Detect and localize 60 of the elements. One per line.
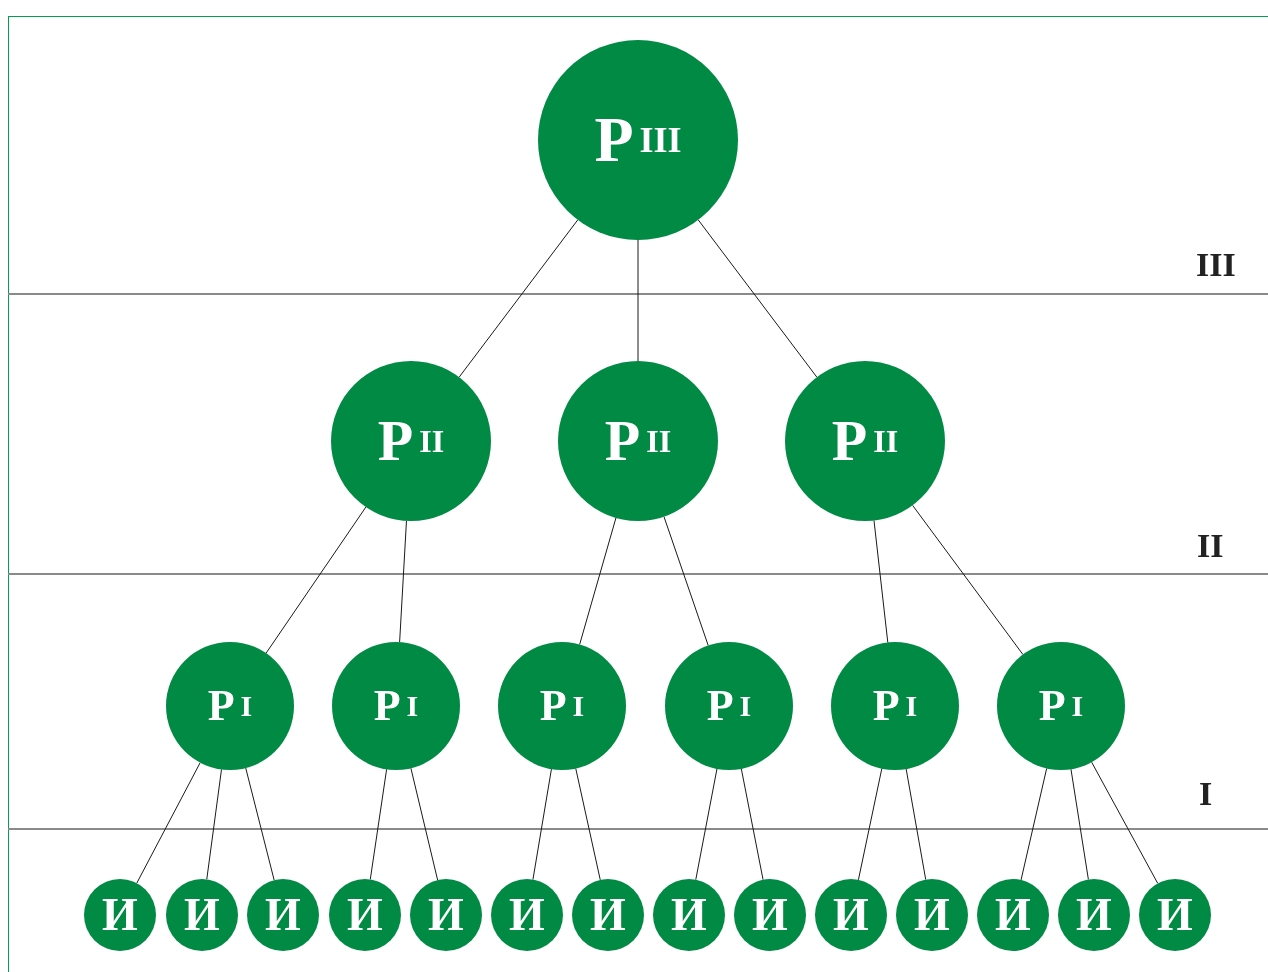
connector-line — [905, 768, 927, 881]
connector-line — [136, 762, 201, 884]
connector-line — [695, 768, 718, 881]
connector-line — [857, 768, 883, 881]
level-numeral: I — [406, 691, 419, 721]
node-letter: Р — [207, 684, 235, 728]
connector-line — [912, 504, 1024, 656]
connector-line — [1091, 761, 1159, 884]
connector-line — [575, 768, 601, 881]
node-letter: Р — [539, 684, 567, 728]
connector-line — [265, 506, 367, 654]
level-label: I — [1199, 777, 1213, 811]
node-letter: Р — [831, 412, 868, 470]
connector-line — [369, 768, 388, 880]
level-numeral: III — [639, 122, 682, 158]
level-label: II — [1197, 529, 1224, 563]
level-numeral: II — [419, 425, 445, 457]
node-letter: И — [995, 892, 1031, 938]
node-letter: И — [428, 892, 464, 938]
node-letter: Р — [1038, 684, 1066, 728]
connector-line — [873, 520, 889, 643]
node-letter: И — [184, 892, 220, 938]
node-letter: Р — [872, 684, 900, 728]
node-letter: И — [914, 892, 950, 938]
node-letter: Р — [594, 108, 634, 172]
node-letter: Р — [373, 684, 401, 728]
node-letter: И — [833, 892, 869, 938]
node-letter: Р — [377, 412, 414, 470]
connector-line — [1070, 768, 1089, 880]
connector-line — [579, 517, 617, 645]
node-letter: И — [102, 892, 138, 938]
node-letter: И — [752, 892, 788, 938]
node-letter: И — [265, 892, 301, 938]
connector-line — [245, 767, 275, 881]
connector-line — [532, 768, 552, 880]
node-letter: И — [590, 892, 626, 938]
level-numeral: I — [739, 691, 752, 721]
node-letter: Р — [604, 412, 641, 470]
connector-line — [206, 768, 222, 880]
connector-line — [740, 768, 764, 881]
level-numeral: II — [646, 425, 672, 457]
connector-line — [1020, 767, 1048, 881]
node-letter: И — [671, 892, 707, 938]
connector-line — [458, 219, 579, 378]
node-letter: И — [509, 892, 545, 938]
connector-line — [410, 767, 439, 881]
connector-line — [399, 520, 407, 643]
level-numeral: I — [572, 691, 585, 721]
node-letter: И — [1076, 892, 1112, 938]
node-letter: И — [347, 892, 383, 938]
level-numeral: I — [1071, 691, 1084, 721]
connector-line — [697, 219, 818, 378]
level-numeral: I — [240, 691, 253, 721]
level-numeral: II — [873, 425, 899, 457]
level-numeral: I — [905, 691, 918, 721]
connector-line — [637, 239, 639, 362]
connector-line — [663, 516, 709, 646]
node-letter: И — [1157, 892, 1193, 938]
node-letter: Р — [706, 684, 734, 728]
level-label: III — [1196, 248, 1236, 282]
